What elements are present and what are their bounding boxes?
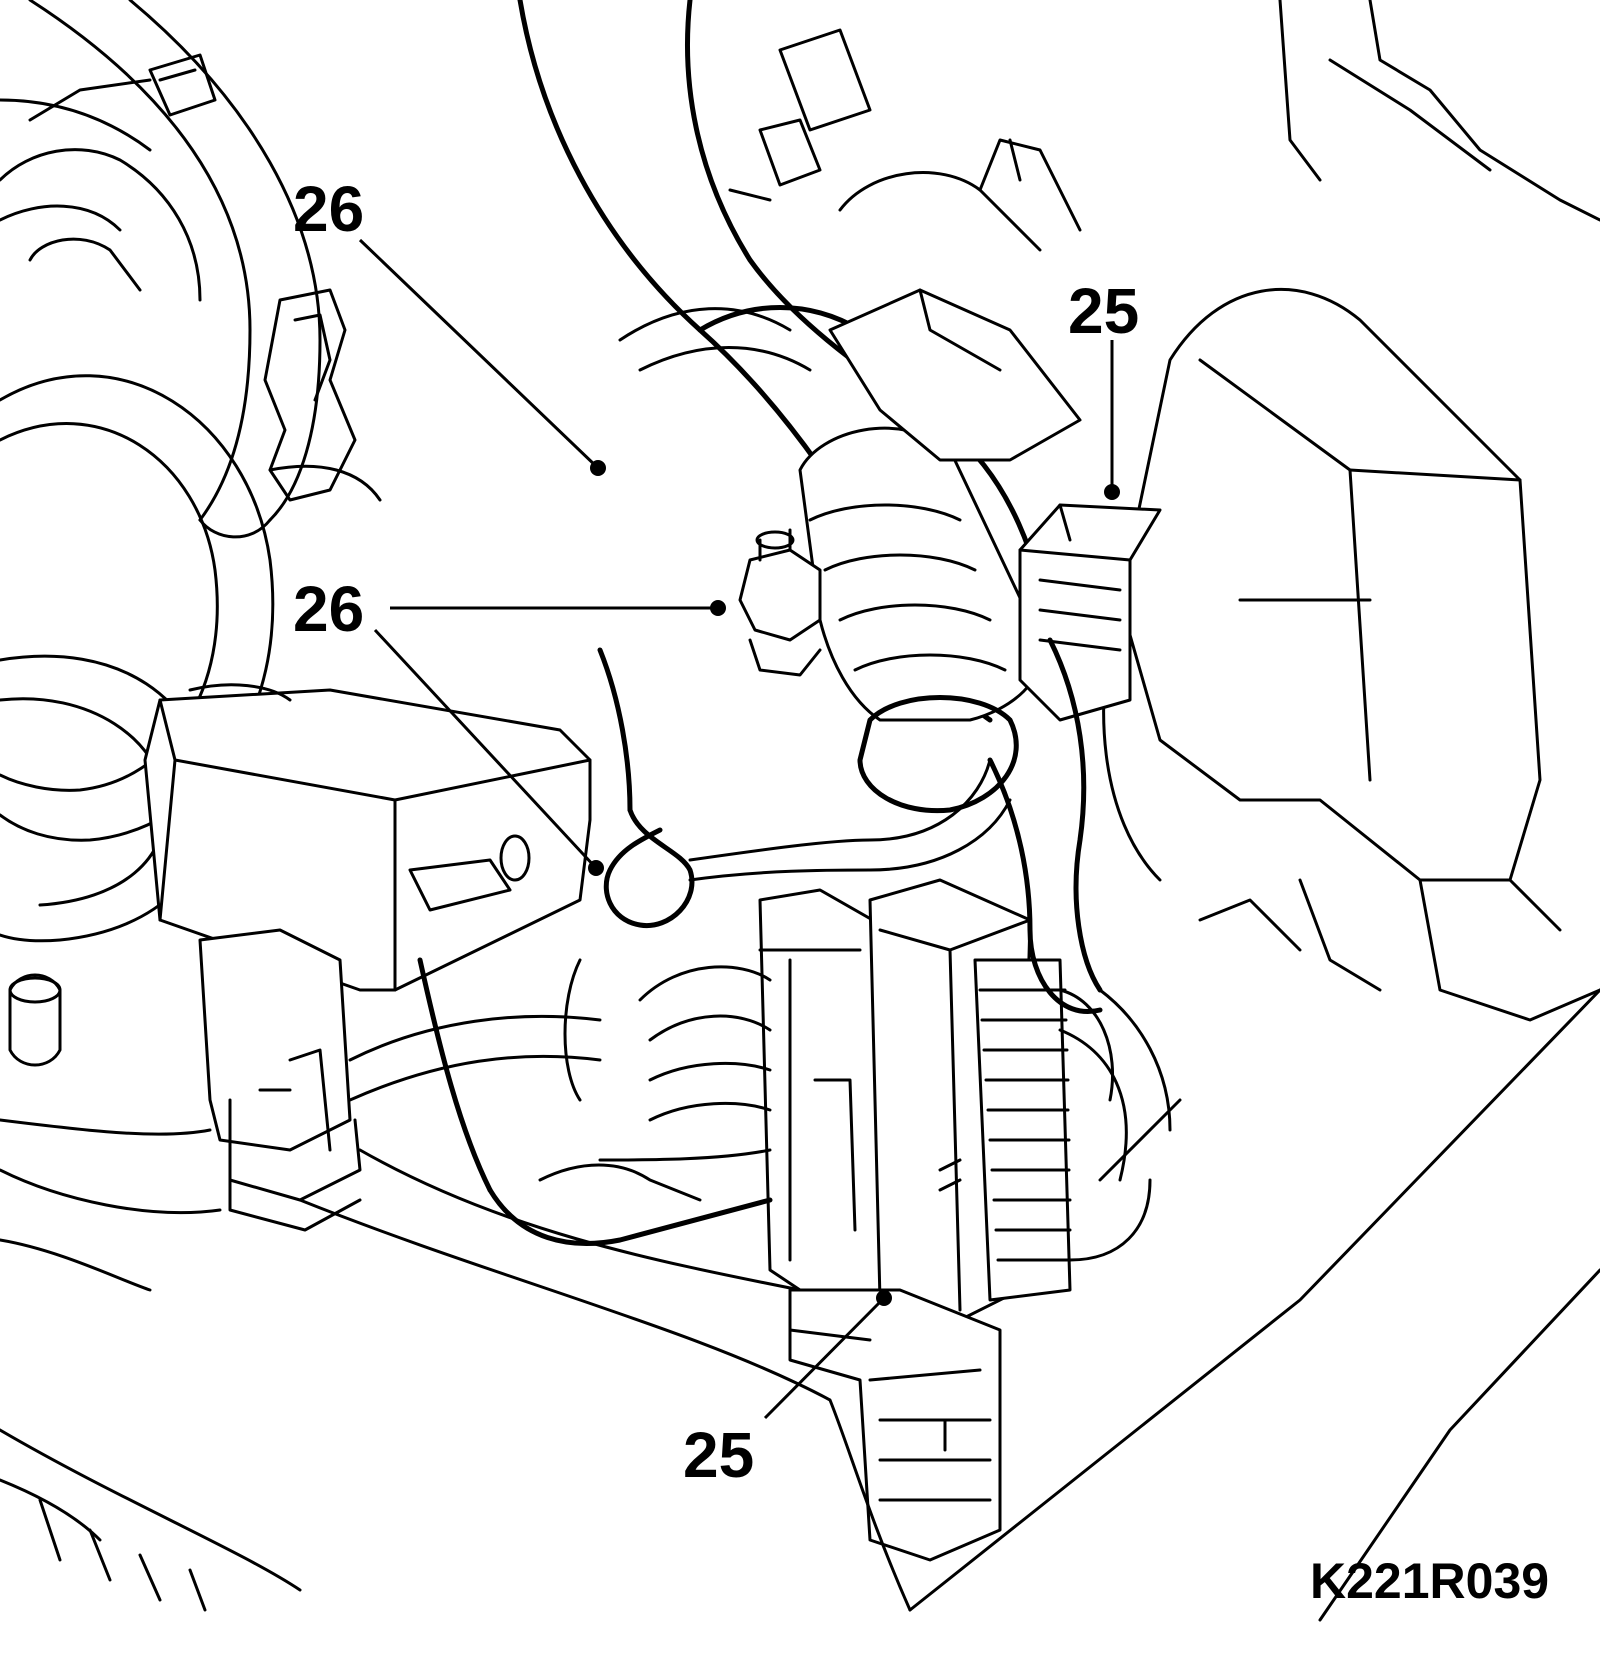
ground-stud-nut: [738, 528, 822, 677]
callout-26-top: 26: [293, 173, 364, 245]
upper-relay-housing: [728, 28, 1082, 462]
left-lower-harness: [417, 957, 773, 1246]
upper-left-hose: [28, 0, 322, 539]
block-feed-harness: [987, 637, 1172, 1132]
upper-right-connector: [1018, 503, 1162, 722]
lower-connector-stack: [788, 1288, 1002, 1562]
fan-shroud-lower-left: [0, 1148, 912, 1612]
ground-cable-eyelet: [597, 647, 1012, 929]
corrugated-sleeve: [798, 426, 1043, 814]
left-harness-loops: [0, 1014, 602, 1292]
left-control-module: [8, 683, 592, 1232]
right-ecu-housing: [1102, 0, 1600, 1022]
main-connector-block: [758, 878, 1152, 1322]
chassis-rails: [908, 988, 1600, 1622]
callout-26-middle: 26: [293, 573, 364, 645]
leader-lines: [358, 238, 1120, 1420]
callout-25-bottom: 25: [683, 1419, 754, 1491]
figure-code: K221R039: [1310, 1553, 1549, 1609]
hose-clamp-bracket: [263, 288, 382, 502]
callout-25-top-right: 25: [1068, 275, 1139, 347]
